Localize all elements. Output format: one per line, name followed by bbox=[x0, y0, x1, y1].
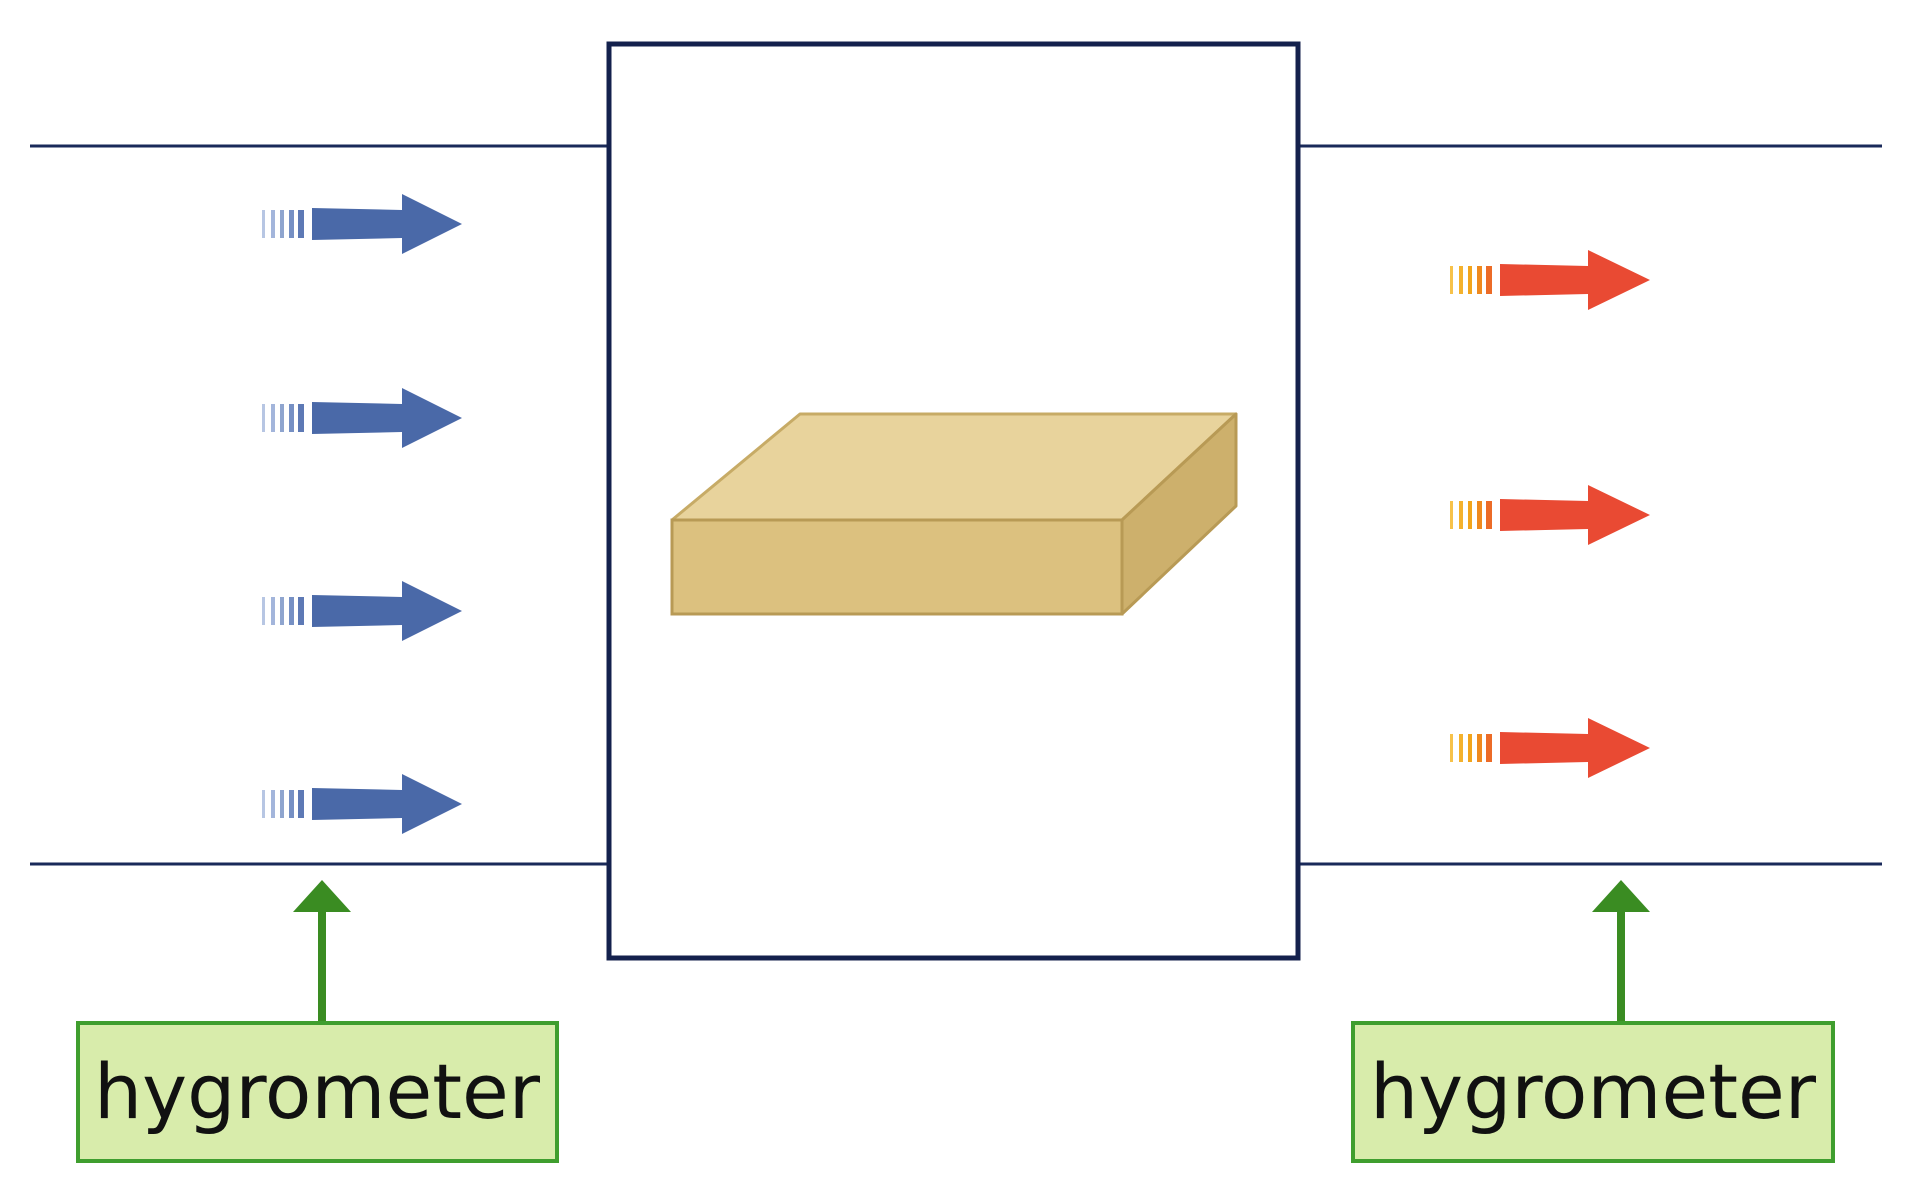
sample-block bbox=[670, 412, 1238, 616]
right-sensor-pointer bbox=[1592, 880, 1650, 1023]
left-hygrometer-box: hygrometer bbox=[76, 1021, 559, 1163]
sample-block-front-face bbox=[670, 518, 1124, 616]
right-hygrometer-box: hygrometer bbox=[1351, 1021, 1835, 1163]
inlet-arrow-icon bbox=[262, 774, 462, 834]
left-hygrometer-label: hygrometer bbox=[94, 1047, 541, 1136]
inlet-airflow-arrows bbox=[262, 194, 462, 834]
outlet-arrow-icon bbox=[1450, 718, 1650, 778]
left-sensor-pointer bbox=[293, 880, 351, 1023]
outlet-arrow-icon bbox=[1450, 485, 1650, 545]
up-arrow-icon bbox=[1592, 880, 1650, 912]
inlet-arrow-icon bbox=[262, 194, 462, 254]
right-hygrometer-label: hygrometer bbox=[1370, 1047, 1817, 1136]
inlet-arrow-icon bbox=[262, 581, 462, 641]
outlet-airflow-arrows bbox=[1450, 250, 1650, 778]
outlet-arrow-icon bbox=[1450, 250, 1650, 310]
inlet-arrow-icon bbox=[262, 388, 462, 448]
up-arrow-icon bbox=[293, 880, 351, 912]
